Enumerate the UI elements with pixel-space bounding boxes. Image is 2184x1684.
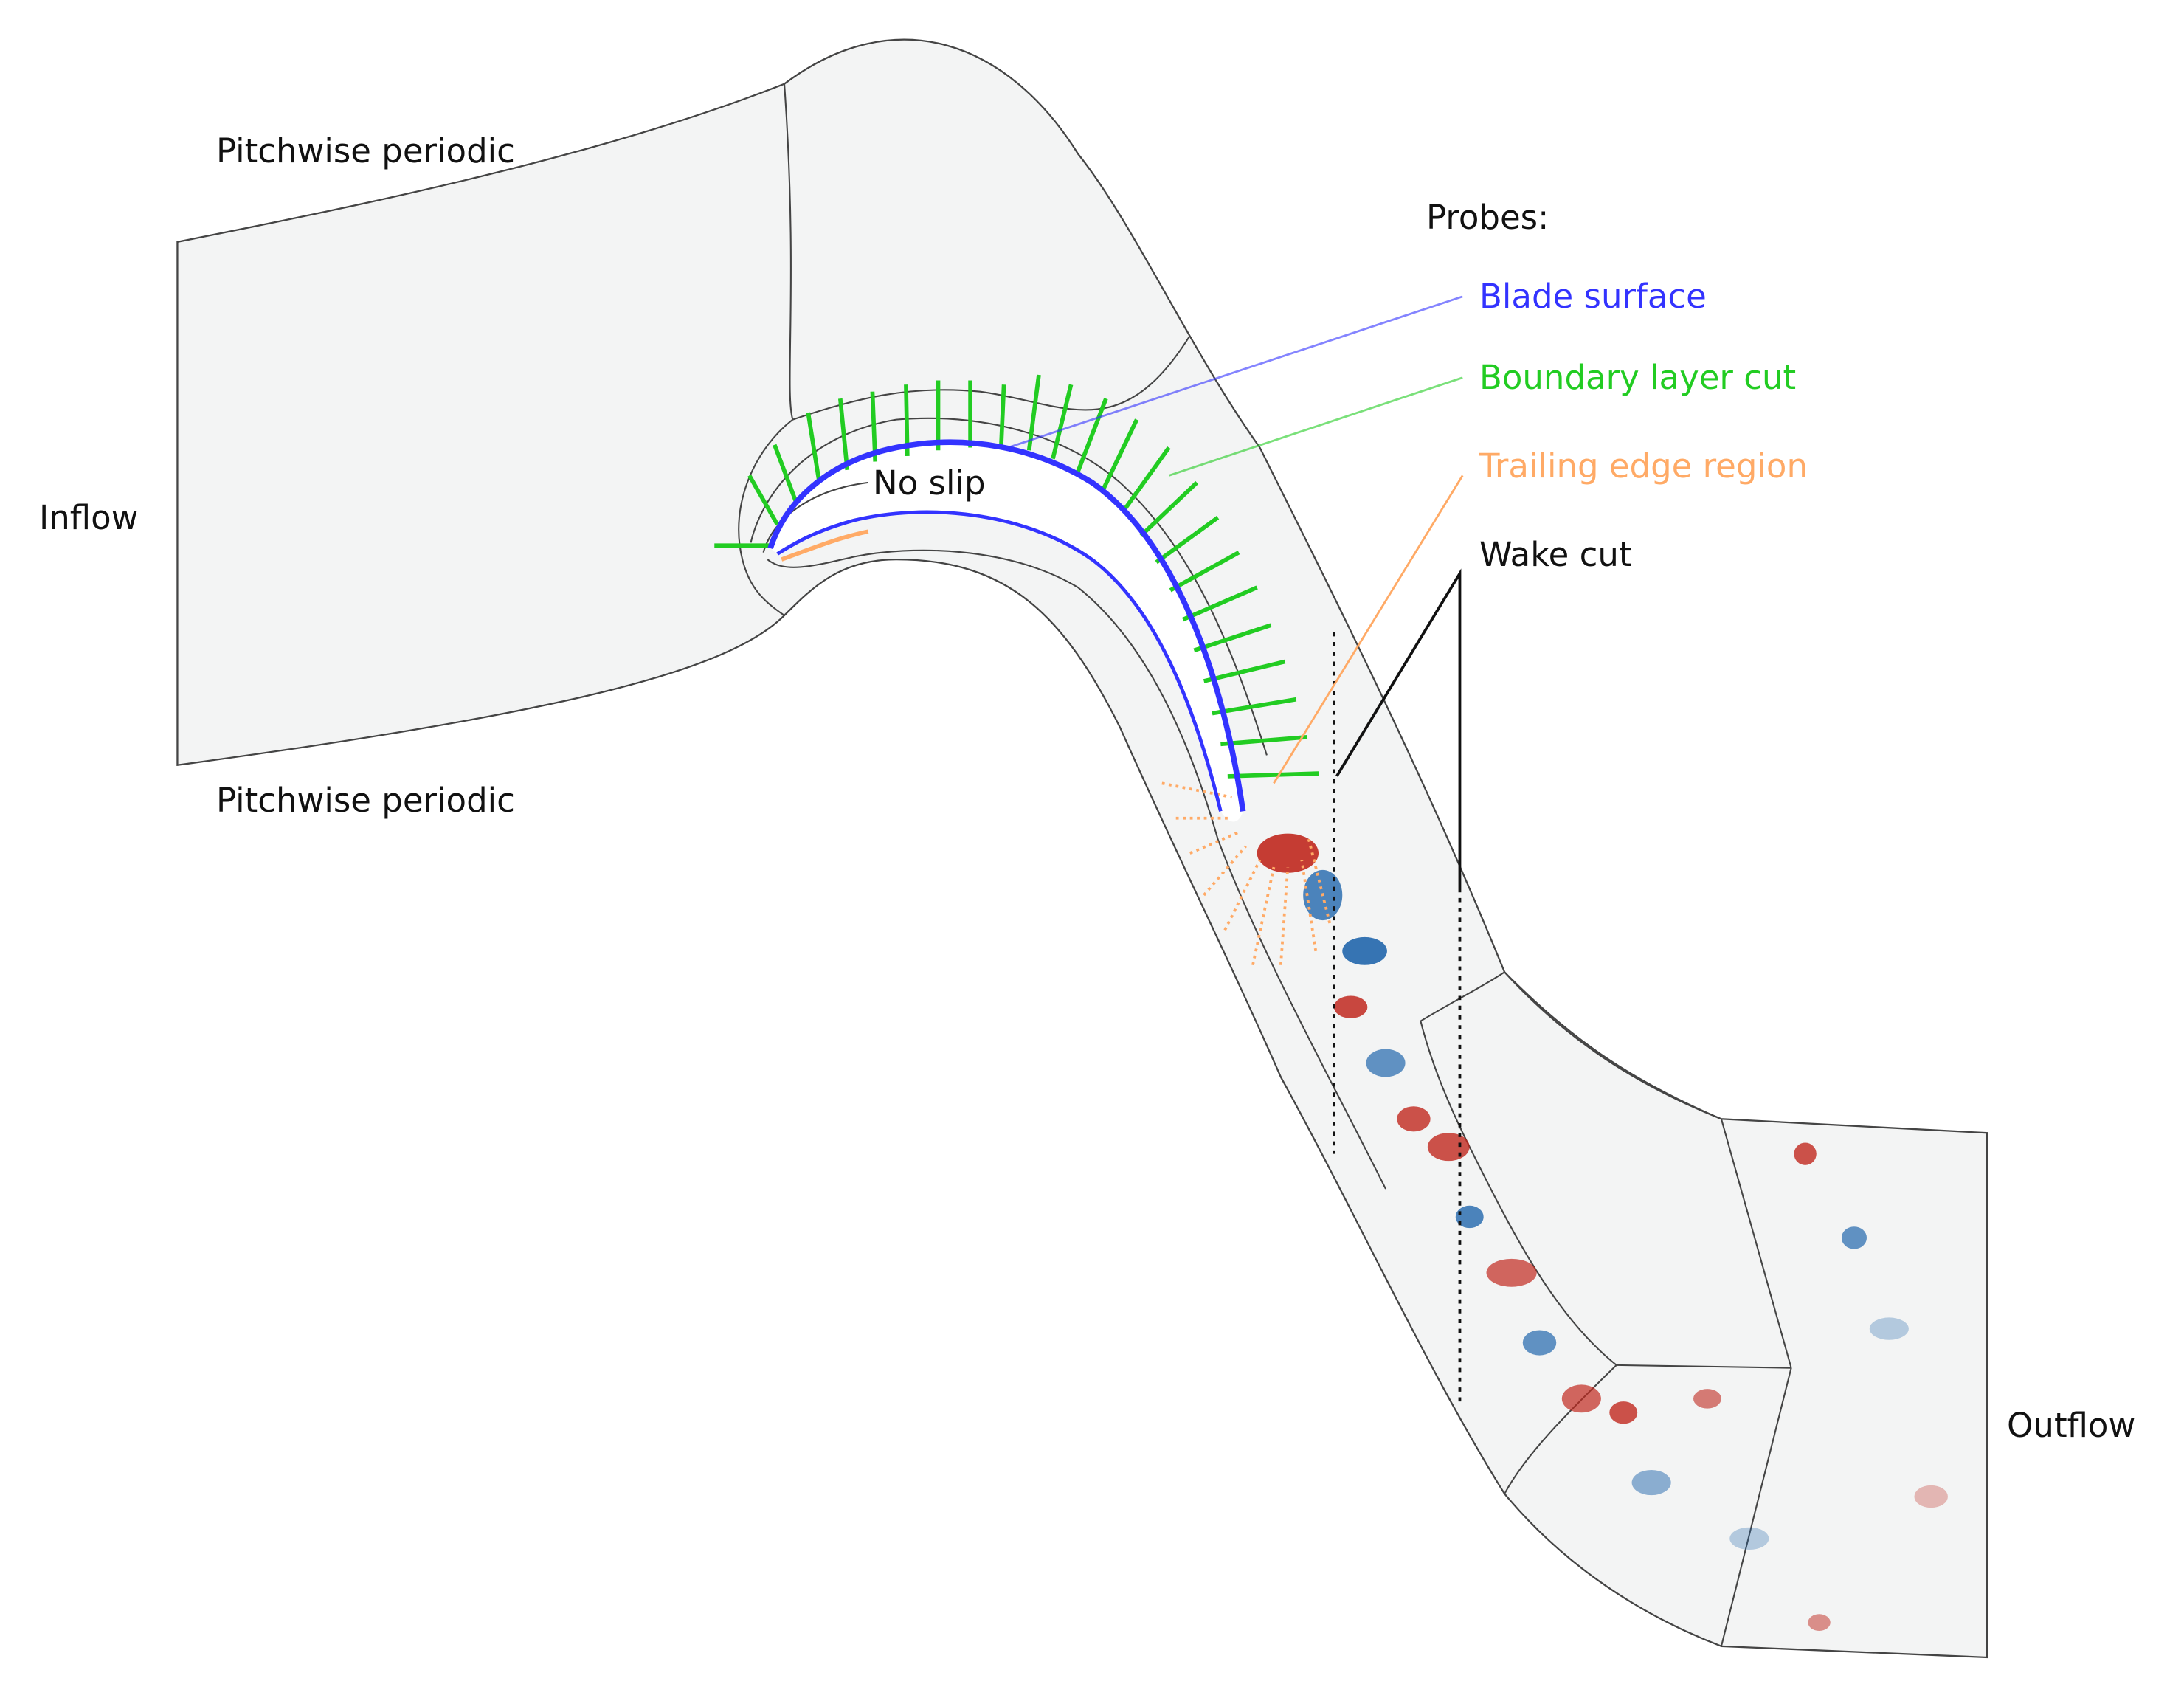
blade-pressure-side-probes xyxy=(776,510,1223,812)
domain-outline xyxy=(176,38,1988,1659)
boundary-layer-leader xyxy=(1168,376,1463,477)
wake-cut-leader xyxy=(1335,568,1462,888)
label-probes-title: Probes: xyxy=(1426,198,1549,237)
label-blade-surface: Blade surface xyxy=(1479,277,1707,316)
trailing-edge-region-probes xyxy=(1161,781,1332,966)
label-inflow: Inflow xyxy=(39,498,139,537)
boundary-layer-probes xyxy=(714,374,1319,779)
label-boundary-layer-cut: Boundary layer cut xyxy=(1479,358,1797,397)
trailing-edge-leader xyxy=(1273,475,1464,784)
blade-surface-probes xyxy=(767,439,1246,812)
vorticity-field xyxy=(1257,833,1948,1631)
label-pitchwise-periodic-top: Pitchwise periodic xyxy=(216,131,515,170)
label-outflow: Outflow xyxy=(2007,1406,2136,1445)
label-pitchwise-periodic-bottom: Pitchwise periodic xyxy=(216,781,515,820)
label-no-slip: No slip xyxy=(873,463,986,503)
label-wake-cut: Wake cut xyxy=(1479,535,1632,574)
mesh-block-lines xyxy=(738,83,1792,1647)
blade-surface-leader xyxy=(1007,295,1463,449)
blade-no-slip xyxy=(770,442,1243,822)
label-trailing-edge-region: Trailing edge region xyxy=(1479,446,1808,486)
